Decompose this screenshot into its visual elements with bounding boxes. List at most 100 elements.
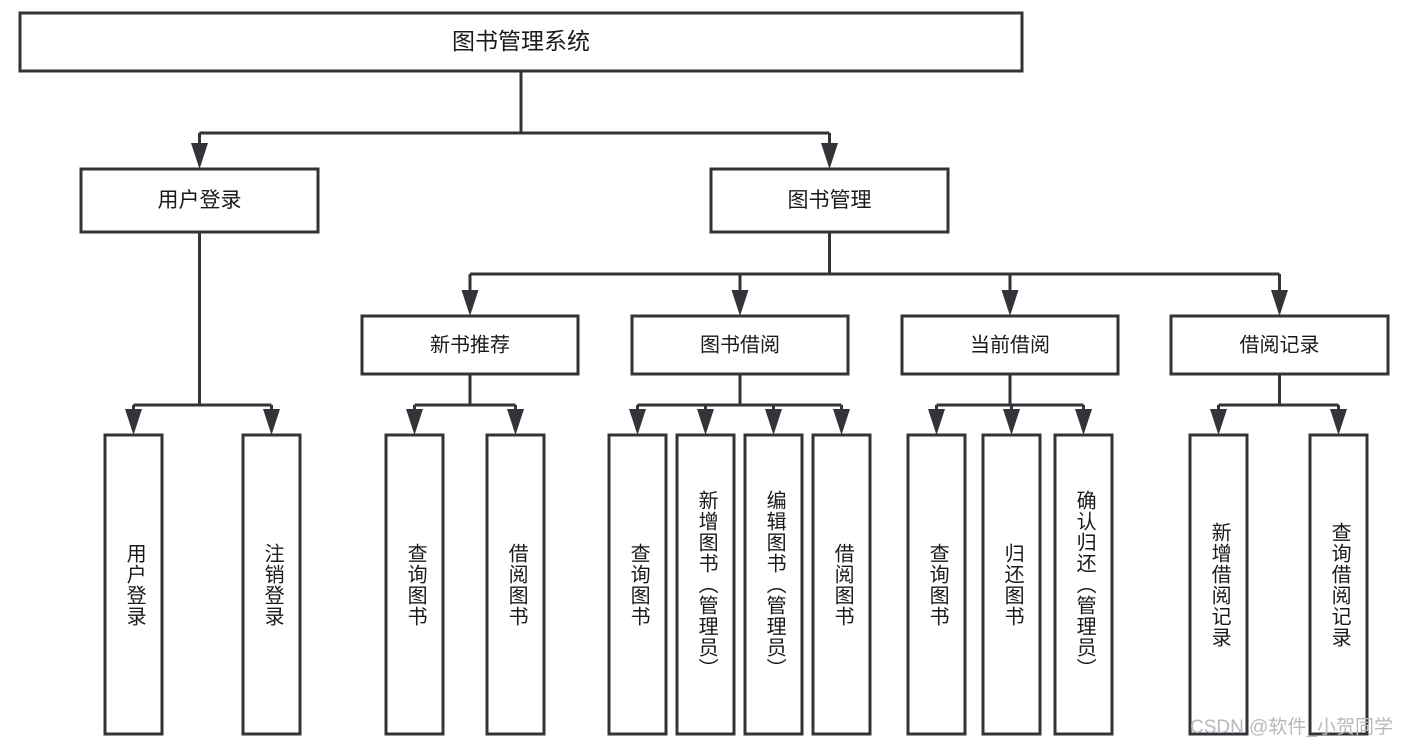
node-label-wrap-leaf-query-record: 查询借阅记录 [1328,521,1351,648]
arrow-head-icon [1210,409,1227,435]
node-box-borrow-record[interactable] [1169,314,1390,376]
node-box-leaf-add-record[interactable] [1188,433,1249,736]
arrow-head-icon [1075,409,1092,435]
node-label-root: 图书管理系统 [452,28,590,54]
node-label-wrap-leaf-logout: 注销登录 [261,542,284,627]
node-box-book-manage[interactable] [709,167,950,234]
node-leaf-query-book-3[interactable]: 查询图书 [906,433,967,736]
node-label-wrap-leaf-borrow-book-2: 借阅图书 [831,542,854,627]
node-user-login[interactable]: 用户登录 [79,167,320,234]
arrow-head-icon [833,409,850,435]
node-label-wrap-leaf-add-record: 新增借阅记录 [1208,521,1231,648]
arrow-head-icon [125,409,142,435]
node-box-leaf-query-record[interactable] [1308,433,1369,736]
node-box-leaf-borrow-book-2[interactable] [811,433,872,736]
node-box-leaf-query-book-2[interactable] [607,433,668,736]
arrow-head-icon [821,143,838,169]
node-current-borrow[interactable]: 当前借阅 [900,314,1120,376]
node-book-manage[interactable]: 图书管理 [709,167,950,234]
node-label-leaf-add-record: 新增借阅记录 [1208,521,1231,648]
node-box-leaf-edit-book[interactable] [743,433,804,736]
node-label-leaf-borrow-book-1: 借阅图书 [505,542,528,627]
node-leaf-edit-book[interactable]: 编辑图书（管理员） [743,433,804,736]
arrow-head-icon [263,409,280,435]
node-label-leaf-query-book-3: 查询图书 [926,542,949,627]
arrow-head-icon [1330,409,1347,435]
arrow-head-icon [928,409,945,435]
node-box-leaf-confirm-return[interactable] [1053,433,1114,736]
node-box-leaf-add-book[interactable] [675,433,736,736]
node-label-leaf-edit-book: 编辑图书（管理员） [763,490,786,679]
node-leaf-add-book[interactable]: 新增图书（管理员） [675,433,736,736]
node-label-leaf-logout: 注销登录 [261,542,284,627]
node-label-leaf-user-login: 用户登录 [123,542,146,627]
connector-group-user-login [125,232,280,435]
node-leaf-logout[interactable]: 注销登录 [241,433,302,736]
node-box-leaf-query-book-3[interactable] [906,433,967,736]
connector-group-book-manage [461,232,1288,316]
node-box-new-book-recommend[interactable] [360,314,580,376]
node-label-leaf-borrow-book-2: 借阅图书 [831,542,854,627]
arrow-head-icon [765,409,782,435]
node-box-leaf-logout[interactable] [241,433,302,736]
node-box-user-login[interactable] [79,167,320,234]
arrow-head-icon [1003,409,1020,435]
node-label-book-manage: 图书管理 [788,189,872,212]
node-label-wrap-leaf-query-book-3: 查询图书 [926,542,949,627]
connector-group-current-borrow [928,374,1092,435]
arrow-head-icon [1271,290,1288,316]
node-new-book-recommend[interactable]: 新书推荐 [360,314,580,376]
node-label-leaf-add-book: 新增图书（管理员） [695,490,718,679]
arrow-head-icon [507,409,524,435]
node-label-leaf-confirm-return: 确认归还（管理员） [1073,490,1096,679]
node-label-leaf-query-book-2: 查询图书 [627,542,650,627]
node-label-leaf-return-book: 归还图书 [1001,542,1024,627]
node-box-current-borrow[interactable] [900,314,1120,376]
node-layer: 图书管理系统用户登录图书管理新书推荐图书借阅当前借阅借阅记录用户登录注销登录查询… [18,11,1390,736]
node-leaf-query-record[interactable]: 查询借阅记录 [1308,433,1369,736]
node-label-wrap-leaf-confirm-return: 确认归还（管理员） [1073,490,1096,679]
node-leaf-user-login[interactable]: 用户登录 [103,433,164,736]
node-label-wrap-leaf-edit-book: 编辑图书（管理员） [763,490,786,679]
arrow-head-icon [1001,290,1019,316]
node-label-user-login: 用户登录 [158,189,242,212]
node-label-wrap-leaf-add-book: 新增图书（管理员） [695,490,718,679]
node-box-book-borrow[interactable] [630,314,850,376]
node-leaf-confirm-return[interactable]: 确认归还（管理员） [1053,433,1114,736]
arrow-head-icon [191,143,208,169]
connector-group-root [191,71,838,169]
arrow-head-icon [406,409,423,435]
node-leaf-return-book[interactable]: 归还图书 [981,433,1042,736]
node-leaf-query-book-2[interactable]: 查询图书 [607,433,668,736]
node-box-root[interactable] [18,11,1024,73]
node-label-borrow-record: 借阅记录 [1240,333,1320,356]
node-book-borrow[interactable]: 图书借阅 [630,314,850,376]
arrow-head-icon [731,290,749,316]
connector-group-new-book-recommend [406,374,524,435]
connector-group-book-borrow [629,374,850,435]
node-box-leaf-borrow-book-1[interactable] [485,433,546,736]
node-label-wrap-leaf-user-login: 用户登录 [123,542,146,627]
connector-group-borrow-record [1210,374,1347,435]
node-leaf-add-record[interactable]: 新增借阅记录 [1188,433,1249,736]
node-root[interactable]: 图书管理系统 [18,11,1024,73]
connector-layer [125,71,1347,435]
node-label-leaf-query-book-1: 查询图书 [404,542,427,627]
node-borrow-record[interactable]: 借阅记录 [1169,314,1390,376]
node-leaf-borrow-book-2[interactable]: 借阅图书 [811,433,872,736]
node-leaf-query-book-1[interactable]: 查询图书 [384,433,445,736]
node-label-wrap-leaf-return-book: 归还图书 [1001,542,1024,627]
node-box-leaf-query-book-1[interactable] [384,433,445,736]
node-leaf-borrow-book-1[interactable]: 借阅图书 [485,433,546,736]
node-label-current-borrow: 当前借阅 [970,333,1050,356]
node-label-new-book-recommend: 新书推荐 [430,333,510,356]
node-label-leaf-query-record: 查询借阅记录 [1328,521,1351,648]
node-label-book-borrow: 图书借阅 [700,333,780,356]
arrow-head-icon [629,409,646,435]
node-box-leaf-return-book[interactable] [981,433,1042,736]
node-box-leaf-user-login[interactable] [103,433,164,736]
arrow-head-icon [461,290,479,316]
node-label-wrap-leaf-borrow-book-1: 借阅图书 [505,542,528,627]
arrow-head-icon [697,409,714,435]
